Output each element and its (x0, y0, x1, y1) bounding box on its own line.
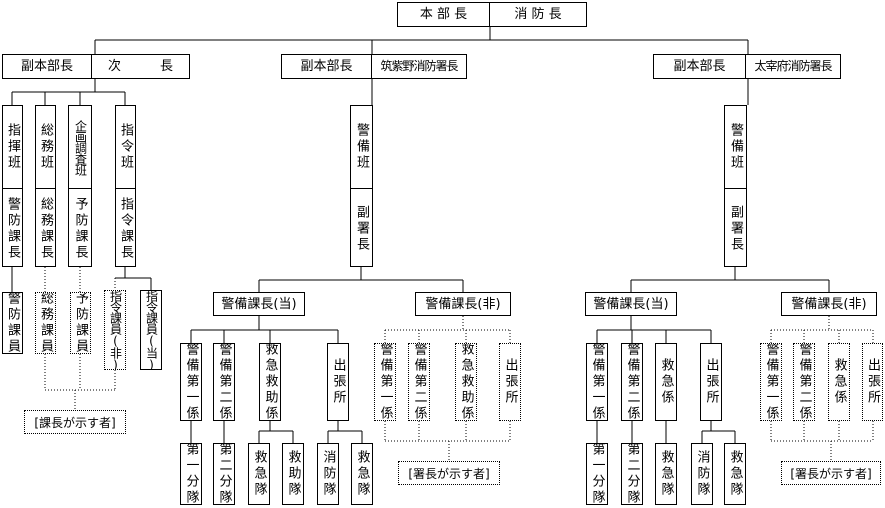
center-duty-sub-5: 消防隊 (317, 443, 339, 505)
right-vice-station-chief-label: 副署長 (725, 188, 746, 268)
headquarters-chief-box: 本 部 長 消 防 長 (397, 2, 587, 27)
planning-group-box: 企画調査班 予防課長 (68, 105, 92, 267)
general-affairs-group-label: 総務班 (38, 123, 53, 171)
center-off-chief-box: 警備課長(非) (415, 292, 511, 316)
right-deputy-box: 副本部長 太宰府消防署長 (653, 54, 841, 79)
center-duty-unit-2: 警備第二係 (213, 343, 235, 421)
left-note: [課長が示す者] (24, 410, 126, 434)
right-duty-sub-1: 第一分隊 (586, 443, 608, 505)
planning-group-label: 企画調査班 (73, 119, 88, 175)
center-duty-chief-box: 警備課長(当) (213, 292, 305, 316)
right-duty-sub-4: 消防隊 (691, 443, 713, 505)
right-duty-unit-1: 警備第一係 (586, 343, 608, 421)
center-vice-station-chief-label: 副署長 (351, 188, 372, 268)
center-deputy-label: 副本部長 (300, 59, 353, 74)
dispatch-staff-on-box: 指令課員(当) (140, 290, 162, 370)
center-duty-unit-1: 警備第一係 (180, 343, 202, 421)
left-vice-chief-label: 次 長 (91, 55, 189, 78)
guard-staff-box: 警防課員 (2, 292, 23, 354)
right-off-unit-3: 救急係 (828, 343, 850, 421)
dispatch-group-label: 指令班 (118, 123, 133, 171)
center-deputy-box: 副本部長 筑紫野消防署長 (281, 54, 467, 79)
general-affairs-staff-box: 総務課員 (35, 292, 56, 354)
center-duty-sub-2: 第二分隊 (213, 443, 235, 505)
dispatch-staff-off-box: 指令課員(非) (104, 290, 126, 370)
center-off-unit-4: 出張所 (499, 343, 521, 421)
prevention-chief-label: 予防課長 (69, 188, 91, 268)
center-duty-sub-4: 救助隊 (282, 443, 304, 505)
right-off-unit-4: 出張所 (862, 343, 883, 421)
center-duty-sub-3: 救急隊 (248, 443, 270, 505)
general-affairs-chief-label: 総務課長 (36, 188, 55, 268)
guard-section-chief-label: 警防課長 (3, 188, 22, 268)
right-duty-sub-2: 第二分隊 (621, 443, 643, 505)
fire-chief-label: 消 防 長 (489, 3, 586, 26)
right-off-chief-box: 警備課長(非) (781, 292, 877, 316)
center-off-unit-1: 警備第一係 (374, 343, 396, 421)
dispatch-group-box: 指令班 指令課長 (115, 105, 136, 267)
right-duty-chief-box: 警備課長(当) (585, 292, 677, 316)
center-guard-group-label: 警備班 (354, 123, 369, 171)
command-group-label: 指揮班 (5, 123, 20, 171)
right-guard-group-label: 警備班 (728, 123, 743, 171)
right-note: [署長が示す者] (781, 461, 881, 485)
center-duty-unit-3: 救急救助係 (259, 343, 281, 421)
center-station-chief-label: 筑紫野消防署長 (371, 55, 466, 78)
dispatch-chief-label: 指令課長 (116, 188, 135, 268)
prevention-staff-box: 予防課員 (70, 292, 91, 354)
right-off-unit-2: 警備第二係 (793, 343, 815, 421)
right-duty-unit-3: 救急係 (655, 343, 677, 421)
right-duty-unit-2: 警備第二係 (621, 343, 643, 421)
center-duty-unit-4: 出張所 (327, 343, 349, 421)
command-group-box: 指揮班 警防課長 (2, 105, 23, 267)
right-duty-unit-4: 出張所 (700, 343, 722, 421)
center-guard-group-box: 警備班 副署長 (350, 105, 373, 267)
center-off-unit-3: 救急救助係 (455, 343, 477, 421)
left-deputy-label: 副本部長 (20, 59, 73, 74)
center-note: [署長が示す者] (398, 461, 500, 485)
right-off-unit-1: 警備第一係 (760, 343, 782, 421)
center-off-unit-2: 警備第二係 (408, 343, 430, 421)
left-deputy-box: 副本部長 次 長 (2, 54, 190, 79)
general-affairs-group-box: 総務班 総務課長 (35, 105, 56, 267)
headquarters-chief-label: 本 部 長 (419, 7, 468, 22)
right-guard-group-box: 警備班 副署長 (724, 105, 747, 267)
center-duty-sub-1: 第一分隊 (180, 443, 202, 505)
center-duty-sub-6: 救急隊 (351, 443, 373, 505)
right-duty-sub-5: 救急隊 (724, 443, 746, 505)
right-deputy-label: 副本部長 (673, 59, 726, 74)
right-station-chief-label: 太宰府消防署長 (745, 55, 840, 78)
right-duty-sub-3: 救急隊 (655, 443, 677, 505)
